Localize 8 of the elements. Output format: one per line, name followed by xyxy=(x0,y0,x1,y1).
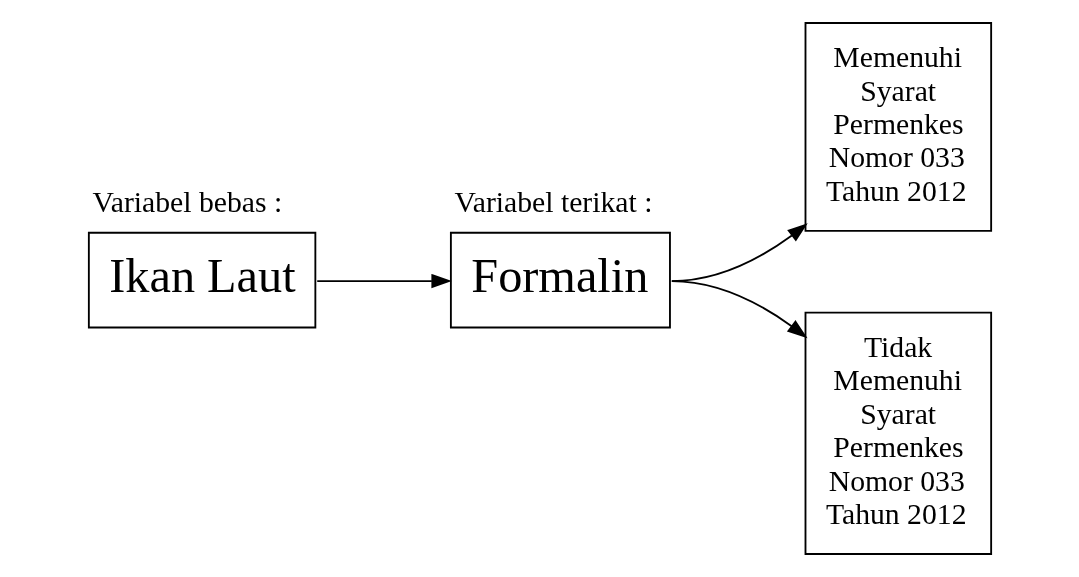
node-box: Ikan Laut xyxy=(87,231,316,329)
node-label: Variabel terikat : xyxy=(454,186,652,219)
node-label: Variabel bebas : xyxy=(92,186,282,219)
node-box: Memenuhi Syarat Permenkes Nomor 033 Tahun 2012 xyxy=(804,22,992,232)
node-box: Tidak Memenuhi Syarat Permenkes Nomor 033 Tahun 2012 xyxy=(804,311,992,555)
node-box: Formalin xyxy=(449,231,671,329)
arrow xyxy=(315,273,452,289)
arrow xyxy=(670,280,808,339)
